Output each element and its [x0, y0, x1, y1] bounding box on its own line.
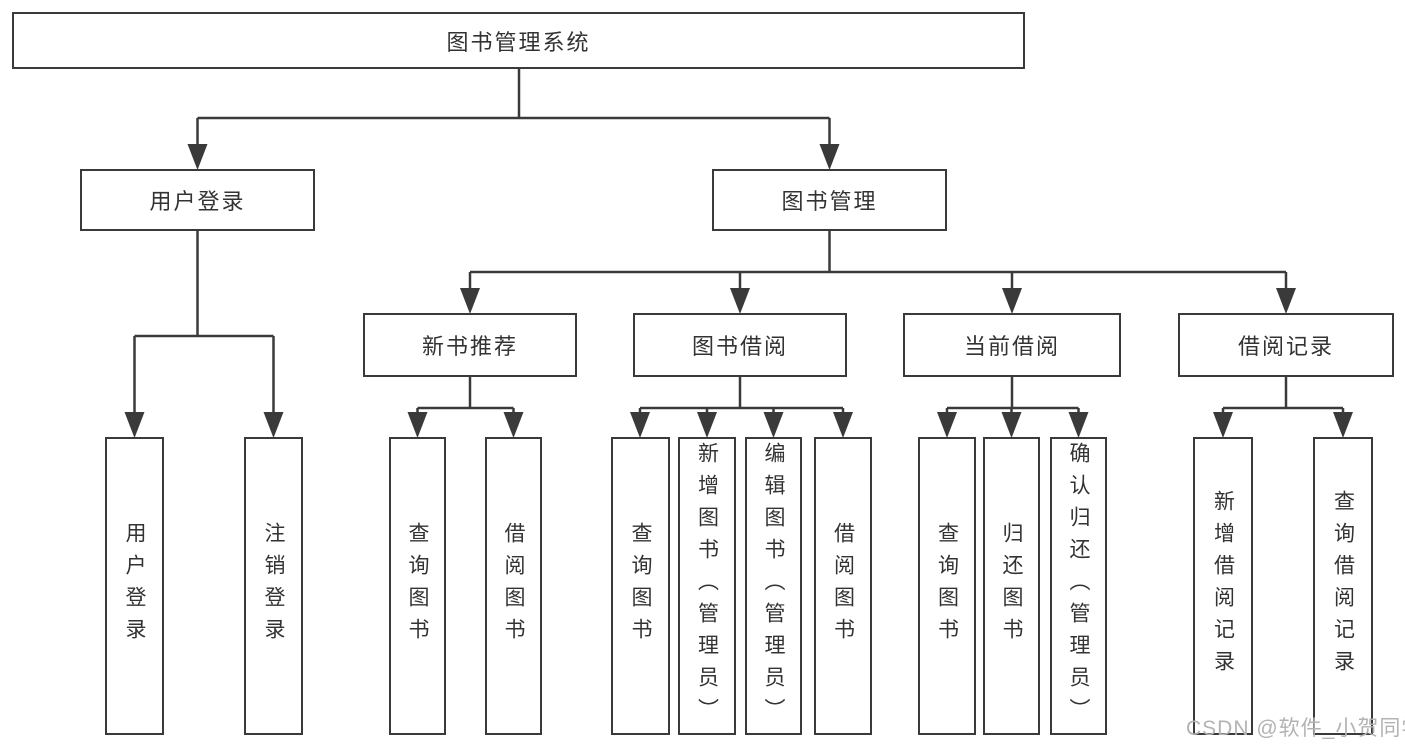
node-book-management: 图书管理	[712, 169, 947, 231]
leaf-edit-book-admin: 编辑图书（管理员）	[745, 437, 802, 735]
leaf-borrow-books: 借阅图书	[814, 437, 872, 735]
node-root-system: 图书管理系统	[12, 12, 1025, 69]
leaf-query-borrow-record: 查询借阅记录	[1313, 437, 1373, 735]
leaf-user-login: 用户登录	[105, 437, 164, 735]
leaf-add-borrow-record: 新增借阅记录	[1193, 437, 1253, 735]
leaf-logout: 注销登录	[244, 437, 303, 735]
leaf-recommend-borrow-books: 借阅图书	[485, 437, 542, 735]
leaf-add-book-admin: 新增图书（管理员）	[678, 437, 736, 735]
watermark: CSDN @软件_小贺同学	[1186, 717, 1405, 740]
node-book-borrow: 图书借阅	[633, 313, 847, 377]
leaf-borrow-query-books: 查询图书	[611, 437, 670, 735]
node-current-borrow: 当前借阅	[903, 313, 1121, 377]
leaf-confirm-return-admin: 确认归还（管理员）	[1050, 437, 1107, 735]
leaf-current-query-books: 查询图书	[918, 437, 976, 735]
leaf-return-book: 归还图书	[983, 437, 1040, 735]
node-new-book-recommend: 新书推荐	[363, 313, 577, 377]
leaf-recommend-query-books: 查询图书	[389, 437, 446, 735]
node-user-login: 用户登录	[80, 169, 315, 231]
node-borrow-records: 借阅记录	[1178, 313, 1394, 377]
